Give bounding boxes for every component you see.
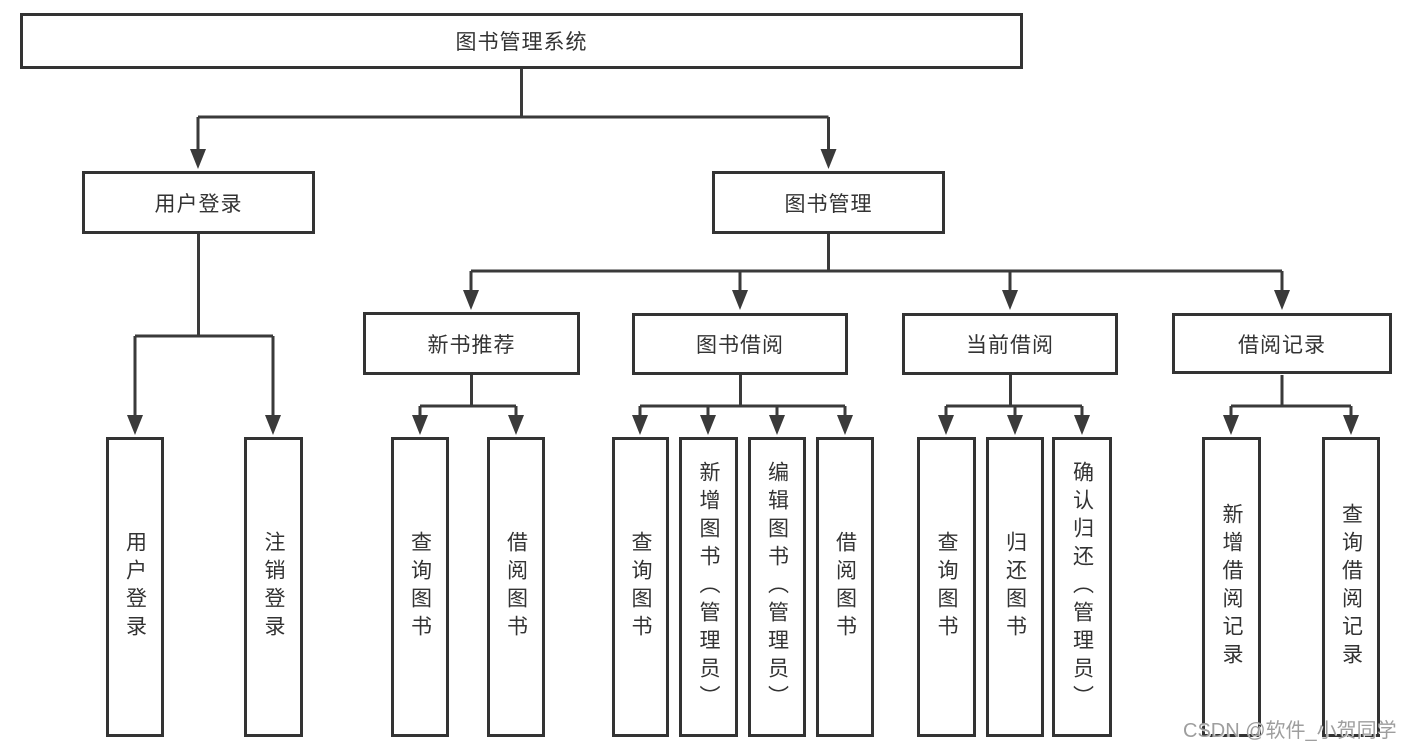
arrowhead-down-icon (820, 149, 837, 169)
connector-borrow-records (1229, 375, 1353, 427)
arrowhead-down-icon (463, 290, 479, 310)
node-book-borrowing: 图书借阅 (632, 313, 848, 375)
connector-root (196, 69, 830, 159)
leaf-query-books: 查询图书 (612, 437, 669, 737)
arrowhead-down-icon (837, 415, 853, 435)
leaf-add-book-admin: 新增图书（管理员） (679, 437, 738, 737)
arrowhead-down-icon (190, 149, 206, 169)
arrowhead-down-icon (127, 415, 143, 435)
leaf-query-borrow-record: 查询借阅记录 (1322, 437, 1380, 737)
arrowhead-down-icon (412, 415, 428, 435)
node-book-management: 图书管理 (712, 171, 945, 234)
node-new-book-recommend: 新书推荐 (363, 312, 580, 375)
arrowhead-down-icon (508, 415, 524, 435)
connector-book-mgmt (469, 234, 1284, 302)
arrowhead-down-icon (1223, 415, 1239, 435)
arrowhead-down-icon (1074, 415, 1090, 435)
arrowhead-down-icon (632, 415, 648, 435)
arrowhead-down-icon (938, 415, 954, 435)
leaf-query-books: 查询图书 (917, 437, 976, 737)
leaf-return-books: 归还图书 (986, 437, 1044, 737)
node-user-login: 用户登录 (82, 171, 315, 234)
arrowhead-down-icon (732, 290, 748, 310)
leaf-confirm-return-admin: 确认归还（管理员） (1052, 437, 1112, 737)
connector-new-book (418, 375, 518, 427)
leaf-borrow-books: 借阅图书 (487, 437, 545, 737)
arrowhead-down-icon (1274, 290, 1290, 310)
node-library-system: 图书管理系统 (20, 13, 1023, 69)
leaf-logout: 注销登录 (244, 437, 303, 737)
leaf-borrow-books: 借阅图书 (816, 437, 874, 737)
arrowhead-down-icon (700, 415, 716, 435)
node-current-borrowing: 当前借阅 (902, 313, 1118, 375)
arrowhead-down-icon (1002, 290, 1018, 310)
watermark: CSDN @软件_小贺同学 (1183, 720, 1397, 742)
arrowhead-down-icon (1343, 415, 1359, 435)
leaf-query-books: 查询图书 (391, 437, 449, 737)
connector-book-borrow (638, 375, 847, 427)
node-borrowing-records: 借阅记录 (1172, 313, 1392, 374)
arrowhead-down-icon (1007, 415, 1023, 435)
arrowhead-down-icon (265, 415, 281, 435)
leaf-add-borrow-record: 新增借阅记录 (1202, 437, 1261, 737)
connector-user-login (133, 234, 275, 427)
arrowhead-down-icon (769, 415, 785, 435)
leaf-user-login: 用户登录 (106, 437, 164, 737)
leaf-edit-book-admin: 编辑图书（管理员） (748, 437, 806, 737)
